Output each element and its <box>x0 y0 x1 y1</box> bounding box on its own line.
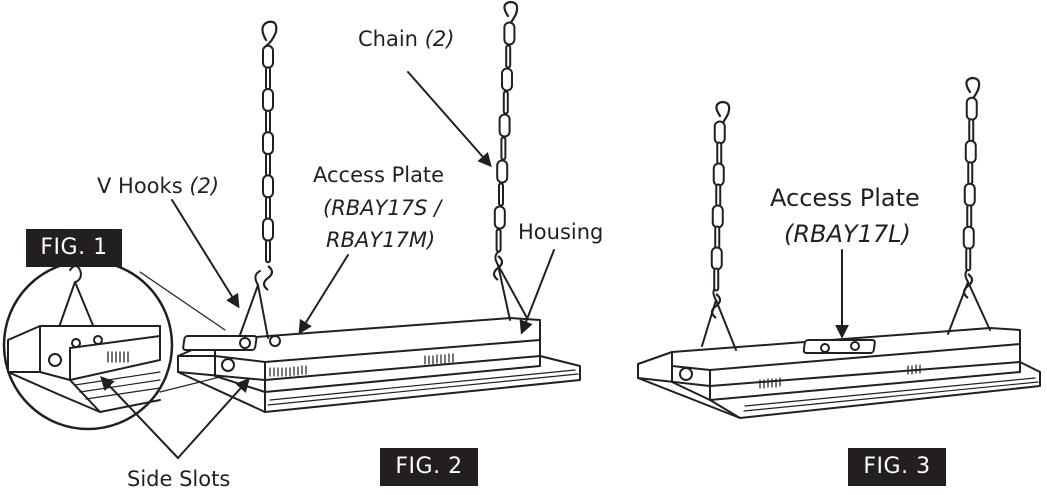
fig3-fixture <box>637 76 1041 419</box>
fig2-tag: FIG. 2 <box>380 448 478 486</box>
chain-link-fig3-right <box>967 161 974 186</box>
fig2-housing <box>177 250 581 413</box>
chain-link-fig3-left <box>713 267 720 292</box>
chain-link-fig3-right <box>964 139 977 164</box>
chain-link-fig2-left <box>262 88 274 112</box>
chain-link-fig2-left <box>262 174 274 199</box>
fig1-tag: FIG. 1 <box>26 229 122 267</box>
chain-link-fig2-right <box>501 67 513 92</box>
chain-link-fig3-right <box>965 247 972 272</box>
chain-link-fig3-right <box>965 96 978 121</box>
side-slots-label: Side Slots <box>127 467 231 491</box>
chain-link-fig3-right <box>966 204 973 229</box>
vhooks-label: V Hooks (2) <box>97 174 219 198</box>
chain-link-fig2-left <box>265 66 271 91</box>
access-plate-large-models: (RBAY17L) <box>784 220 911 248</box>
chain-link-fig3-left <box>710 246 723 271</box>
chain-link-fig2-right <box>498 182 504 207</box>
chain-link-fig2-right <box>495 228 502 253</box>
chain-label-text: Chain <box>358 27 418 51</box>
chain-link-fig2-right <box>496 159 509 184</box>
chain-link-fig2-left <box>265 239 271 264</box>
chain-link-fig2-left <box>262 217 274 242</box>
housing-label: Housing <box>518 220 604 244</box>
chain-link-fig3-left <box>715 183 722 208</box>
s-hook-fig2-right <box>492 255 504 281</box>
chain-link-fig3-left <box>714 225 721 250</box>
chain-link-fig2-right <box>500 136 507 161</box>
chain-link-fig3-right <box>968 118 975 143</box>
fig3-tag: FIG. 3 <box>848 448 946 486</box>
chains-group <box>262 21 978 319</box>
callout-arrows <box>100 71 849 459</box>
access-plate-models-line1: (RBAY17S / <box>323 196 442 220</box>
chain-link-fig3-left <box>716 141 723 166</box>
chain-link-fig2-left <box>265 109 271 134</box>
s-hook-fig2-left <box>262 265 274 291</box>
chain-qty: (2) <box>424 27 455 51</box>
chain-link-fig3-right <box>962 225 975 250</box>
s-hook-fig3-left <box>710 293 722 319</box>
chain-link-fig2-right <box>503 21 516 46</box>
fig2-fixture <box>261 0 519 48</box>
chain-link-fig3-left <box>713 120 726 145</box>
fig1-detail-circle <box>2 259 241 431</box>
chain-link-fig2-left <box>262 131 274 156</box>
s-hook-fig3-right <box>962 273 974 299</box>
chain-link-fig3-right <box>963 182 976 207</box>
vhooks-label-text: V Hooks <box>97 174 183 198</box>
chain-link-fig2-right <box>502 90 509 115</box>
chain-link-fig2-left <box>265 152 271 177</box>
chain-link-fig2-right <box>505 44 512 69</box>
vhooks-qty: (2) <box>189 174 220 198</box>
access-plate-label: Access Plate <box>313 163 445 187</box>
chain-link-fig3-left <box>711 204 724 229</box>
chain-link-fig3-left <box>712 162 725 187</box>
chain-link-fig2-left <box>262 44 274 69</box>
access-plate-models-line2: RBAY17M) <box>326 228 436 252</box>
chain-link-fig2-right <box>498 113 511 138</box>
chain-link-fig2-left <box>265 196 271 220</box>
chain-link-fig2-right <box>493 205 506 230</box>
chain-label: Chain (2) <box>358 27 454 51</box>
access-plate-large-label: Access Plate <box>770 184 920 212</box>
